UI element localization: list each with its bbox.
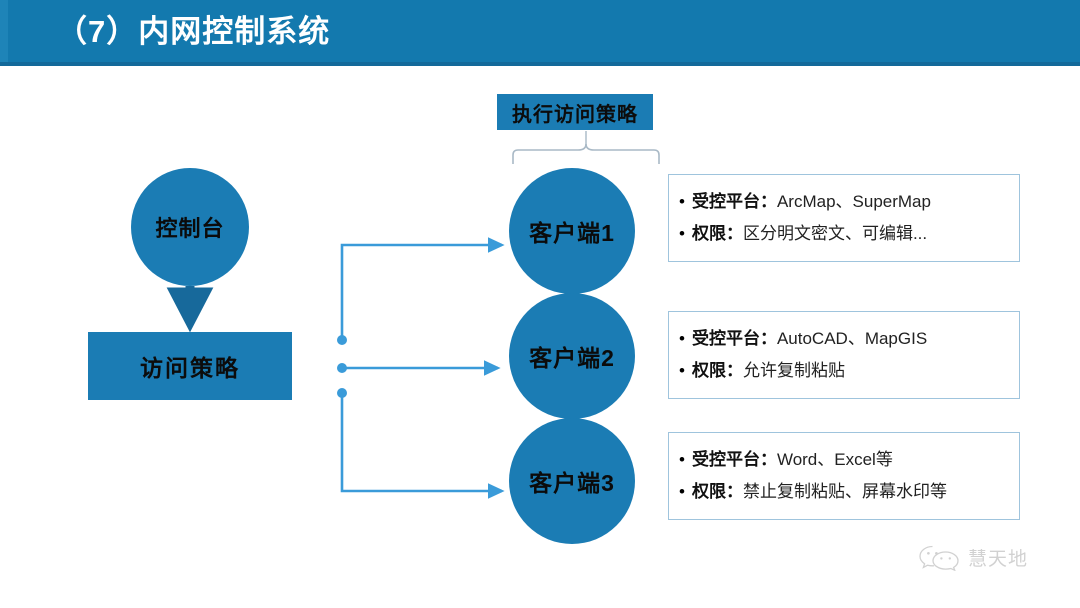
client-group-bracket bbox=[512, 131, 660, 164]
wechat-icon bbox=[919, 545, 959, 571]
bullet-icon: • bbox=[679, 482, 685, 501]
watermark: 慧天地 bbox=[917, 543, 1028, 571]
permission-label: 权限： bbox=[691, 224, 743, 243]
permission-value: 区分明文密文、可编辑... bbox=[742, 224, 928, 243]
platform-label: 受控平台： bbox=[691, 450, 777, 469]
platform-label: 受控平台： bbox=[691, 192, 777, 211]
page-title: （7）内网控制系统 bbox=[56, 14, 331, 49]
platform-value: ArcMap、SuperMap bbox=[776, 192, 931, 211]
platform-value: AutoCAD、MapGIS bbox=[776, 329, 928, 348]
client-node-3[interactable]: 客户端3 bbox=[509, 418, 635, 544]
permission-label: 权限： bbox=[691, 482, 743, 501]
connector-policy-to-client-3 bbox=[337, 388, 505, 499]
header-underline bbox=[0, 62, 1080, 66]
watermark-text: 慧天地 bbox=[968, 548, 1029, 570]
connector-policy-to-client-2 bbox=[337, 360, 501, 376]
bullet-icon: • bbox=[679, 450, 685, 469]
client-detail-box-3[interactable]: • 受控平台： Word、Excel等 • 权限： 禁止复制粘贴、屏幕水印等 bbox=[668, 432, 1020, 520]
access-policy-node[interactable]: 访问策略 bbox=[88, 332, 292, 400]
header-left-accent bbox=[0, 0, 8, 62]
slide-header-bar bbox=[0, 0, 1080, 62]
detail-row-platform: • 受控平台： Word、Excel等 bbox=[679, 445, 1015, 477]
client-detail-box-1[interactable]: • 受控平台： ArcMap、SuperMap • 权限： 区分明文密文、可编辑… bbox=[668, 174, 1020, 262]
platform-label: 受控平台： bbox=[691, 329, 777, 348]
detail-row-platform: • 受控平台： ArcMap、SuperMap bbox=[679, 187, 1015, 219]
exec-policy-label-box[interactable]: 执行访问策略 bbox=[497, 94, 653, 130]
connector-policy-to-client-1 bbox=[337, 237, 505, 345]
detail-row-platform: • 受控平台： AutoCAD、MapGIS bbox=[679, 324, 1015, 356]
permission-value: 禁止复制粘贴、屏幕水印等 bbox=[742, 482, 947, 501]
bullet-icon: • bbox=[679, 224, 685, 243]
permission-value: 允许复制粘贴 bbox=[742, 361, 845, 380]
permission-label: 权限： bbox=[691, 361, 743, 380]
detail-row-permission: • 权限： 允许复制粘贴 bbox=[679, 356, 1015, 388]
console-node[interactable]: 控制台 bbox=[131, 168, 249, 286]
bullet-icon: • bbox=[679, 361, 685, 380]
bullet-icon: • bbox=[679, 192, 685, 211]
platform-value: Word、Excel等 bbox=[776, 450, 893, 469]
bullet-icon: • bbox=[679, 329, 685, 348]
detail-row-permission: • 权限： 区分明文密文、可编辑... bbox=[679, 219, 1015, 251]
detail-row-permission: • 权限： 禁止复制粘贴、屏幕水印等 bbox=[679, 477, 1015, 509]
client-detail-box-2[interactable]: • 受控平台： AutoCAD、MapGIS • 权限： 允许复制粘贴 bbox=[668, 311, 1020, 399]
client-node-2[interactable]: 客户端2 bbox=[509, 293, 635, 419]
client-node-1[interactable]: 客户端1 bbox=[509, 168, 635, 294]
